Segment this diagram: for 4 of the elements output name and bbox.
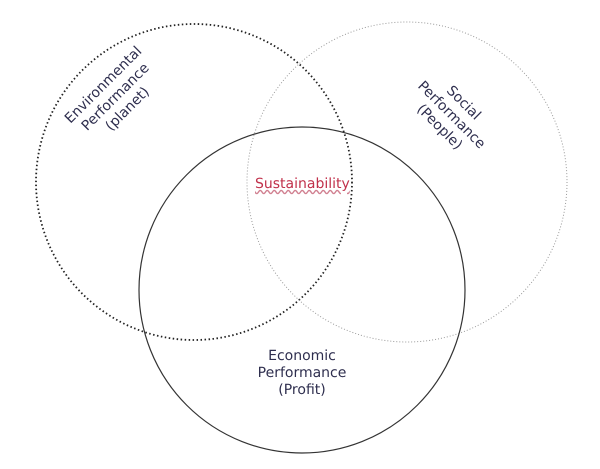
venn-circle [245, 20, 569, 344]
venn-circle [34, 22, 354, 342]
center-label: Sustainability [255, 176, 350, 192]
circle-label: Economic Performance (Profit) [256, 348, 348, 399]
